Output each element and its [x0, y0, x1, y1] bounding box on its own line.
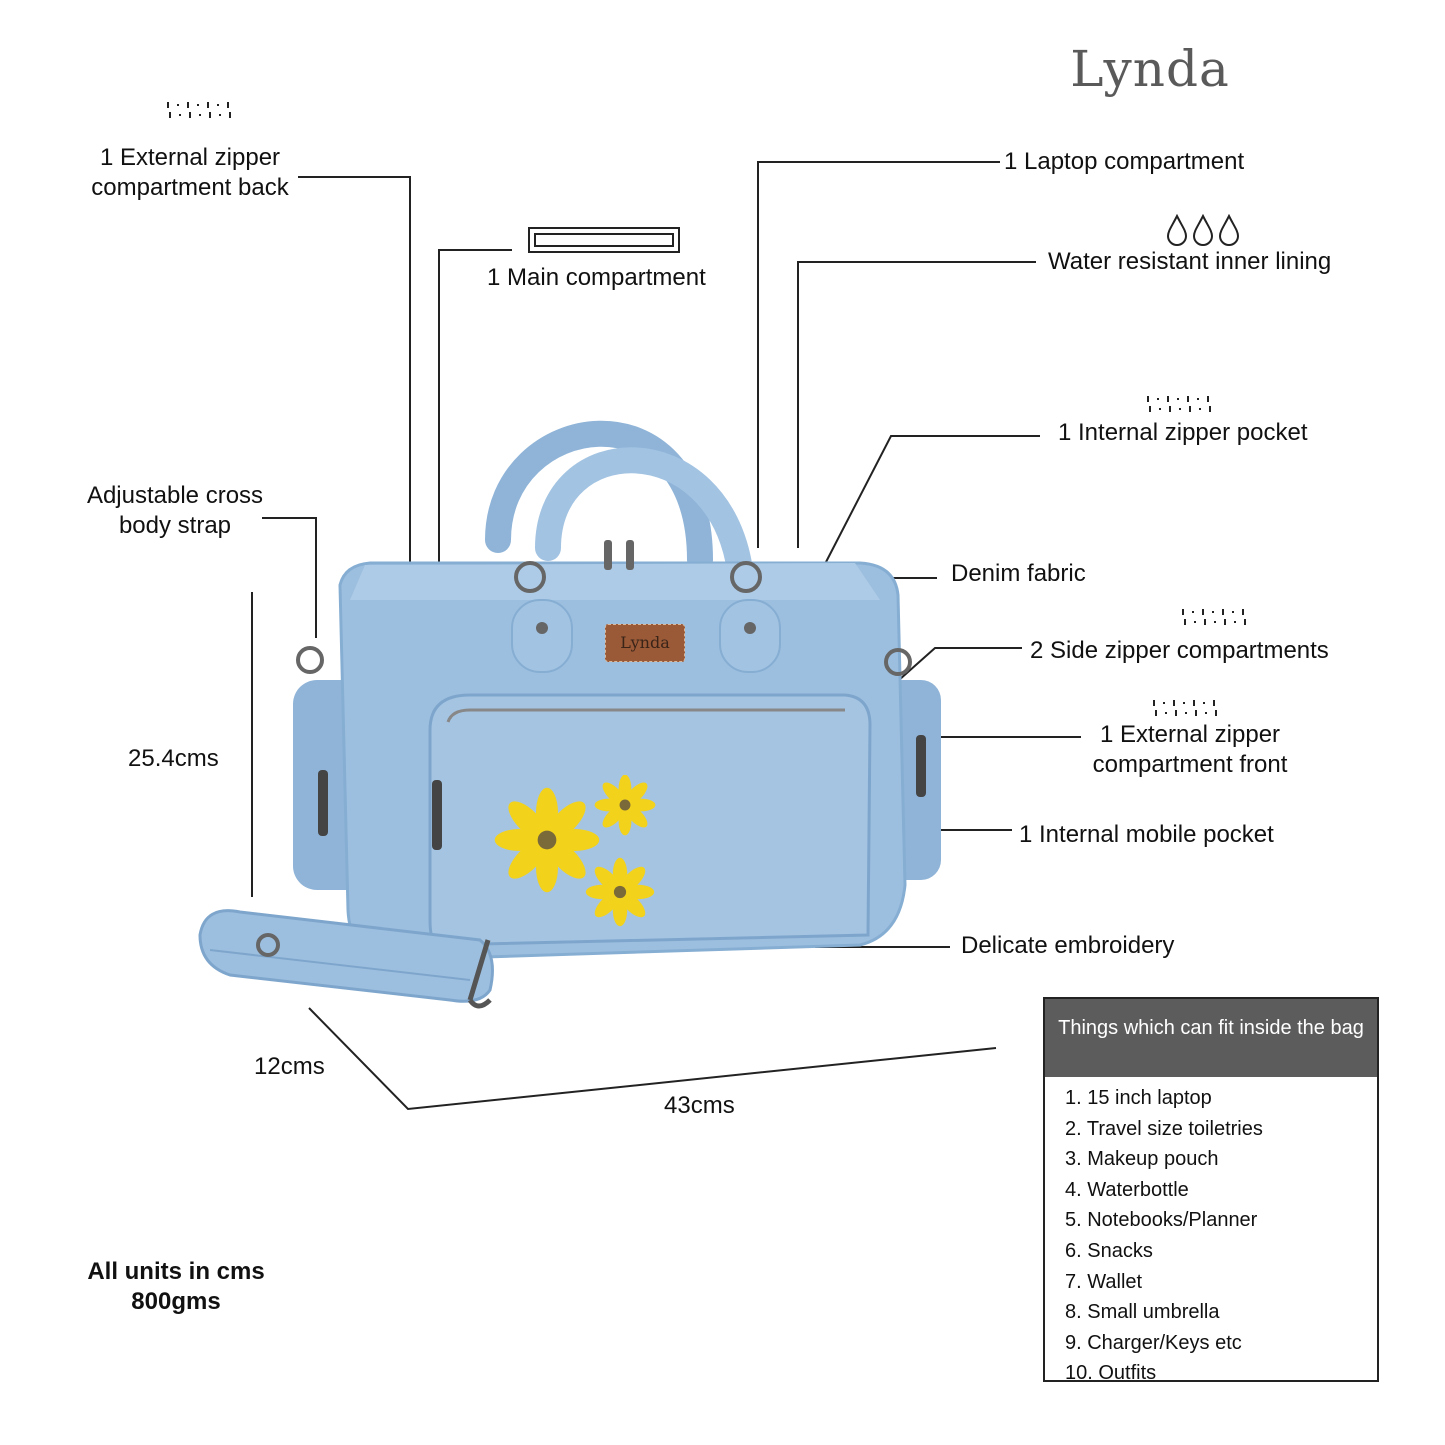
front-zipper-pull	[432, 780, 442, 850]
zipper-icon	[1147, 396, 1211, 412]
leader-water-lining	[797, 261, 1036, 548]
fit-item: 5. Notebooks/Planner	[1065, 1209, 1258, 1232]
fit-items-title: Things which can fit inside the bag	[1045, 999, 1377, 1077]
front-pocket-zipper	[446, 708, 845, 723]
label-ext-zipper-back: 1 External zipper compartment back	[91, 144, 289, 201]
label-main-compartment: 1 Main compartment	[487, 264, 706, 291]
label-embroidery: Delicate embroidery	[961, 932, 1175, 959]
flower-embroidery	[494, 775, 656, 927]
zipper-icon	[1182, 609, 1246, 625]
ring-right	[730, 561, 762, 593]
bag-handle-front	[535, 447, 753, 583]
top-zipper-pull-right	[626, 540, 634, 570]
water-drops-icon	[1166, 214, 1240, 246]
strap-clasp	[467, 939, 492, 1009]
leader-strap	[262, 517, 317, 638]
label-water-lining: Water resistant inner lining	[1048, 248, 1332, 275]
fit-items-list: 1. 15 inch laptop 2. Travel size toiletri…	[1045, 1077, 1377, 1389]
weight-note: 800gms	[131, 1288, 221, 1315]
bag-handle-back	[485, 420, 713, 573]
folded-strap-seam	[209, 949, 471, 981]
strap-hook-right	[884, 648, 912, 676]
flower	[494, 787, 600, 893]
fit-item: 4. Waterbottle	[1065, 1178, 1189, 1201]
leader-side-zipper	[898, 647, 1022, 681]
fit-item: 8. Small umbrella	[1065, 1301, 1220, 1324]
label-laptop: 1 Laptop compartment	[1004, 148, 1245, 175]
strap-ring	[256, 933, 280, 957]
flower	[594, 775, 656, 836]
patch-brand-text: Lynda	[620, 633, 670, 652]
label-internal-zipper: 1 Internal zipper pocket	[1058, 419, 1308, 446]
strap-hook-left	[296, 646, 324, 674]
zipper-icon	[167, 102, 231, 118]
dimension-depth: 12cms	[254, 1053, 325, 1080]
fit-item: 1. 15 inch laptop	[1065, 1087, 1212, 1109]
right-zipper-pull	[916, 735, 926, 797]
dimension-height: 25.4cms	[128, 745, 219, 772]
label-ext-zipper-front: 1 External zipper compartment front	[1092, 721, 1288, 778]
fit-item: 3. Makeup pouch	[1065, 1148, 1219, 1171]
fit-item: 6. Snacks	[1065, 1239, 1153, 1262]
leather-patch: Lynda	[605, 624, 685, 662]
label-denim: Denim fabric	[951, 560, 1086, 587]
dimension-base-line	[308, 1007, 997, 1111]
leader-main-compartment	[438, 249, 512, 578]
dimension-width: 43cms	[664, 1092, 735, 1119]
handle-tab-left	[511, 599, 573, 673]
brand-logo: Lynda	[1070, 40, 1230, 98]
left-zipper-pull	[318, 770, 328, 836]
bag-top-panel	[350, 563, 880, 600]
leader-ext-zipper-back	[298, 176, 411, 578]
leader-internal-zipper	[825, 435, 1040, 563]
handle-tab-right	[719, 599, 781, 673]
label-side-zipper: 2 Side zipper compartments	[1030, 637, 1329, 664]
leader-laptop	[757, 161, 1000, 548]
fit-item: 2. Travel size toiletries	[1065, 1117, 1263, 1140]
ring-left	[514, 561, 546, 593]
fit-items-box: Things which can fit inside the bag 1. 1…	[1043, 997, 1379, 1384]
folded-strap	[198, 909, 494, 1003]
fit-item: 10. Outfits	[1065, 1362, 1157, 1385]
rivet-left	[536, 622, 548, 634]
label-mobile-pocket: 1 Internal mobile pocket	[1019, 821, 1274, 848]
fit-item: 7. Wallet	[1065, 1270, 1143, 1293]
compartment-rectangle-icon	[528, 227, 680, 253]
zipper-icon	[1153, 700, 1217, 716]
rivet-right	[744, 622, 756, 634]
units-note: All units in cms	[87, 1258, 265, 1285]
flower	[585, 857, 655, 927]
label-strap: Adjustable cross body strap	[86, 482, 264, 539]
fit-item: 9. Charger/Keys etc	[1065, 1331, 1242, 1354]
top-zipper-pull-left	[604, 540, 612, 570]
